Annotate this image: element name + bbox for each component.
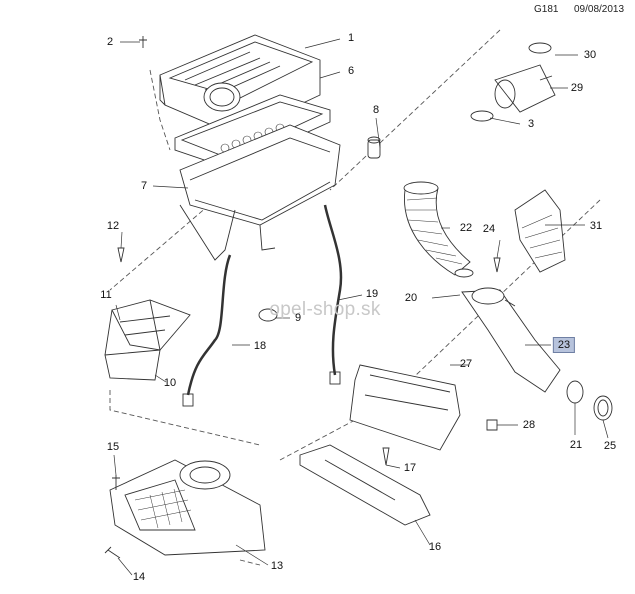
air-intake-pipe-23: [461, 287, 561, 393]
clamp-20: [454, 268, 474, 278]
callout-28[interactable]: 28: [522, 419, 536, 431]
diagram-date: 09/08/2013: [574, 4, 625, 15]
callout-24[interactable]: 24: [482, 223, 496, 235]
callout-21[interactable]: 21: [569, 439, 583, 451]
resonator-13: [109, 459, 266, 556]
callout-17[interactable]: 17: [403, 462, 417, 474]
heat-shield-27: [349, 364, 461, 451]
leader-lines: [113, 38, 609, 576]
callout-25[interactable]: 25: [603, 440, 617, 452]
callout-30[interactable]: 30: [583, 49, 597, 61]
callout-20[interactable]: 20: [404, 292, 418, 304]
mass-air-flow-housing-29: [494, 64, 556, 113]
callout-19[interactable]: 19: [365, 288, 379, 300]
clamp-3: [470, 110, 494, 122]
screw-15: [112, 475, 120, 490]
callout-23-highlighted[interactable]: 23: [552, 337, 576, 353]
callout-22[interactable]: 22: [459, 222, 473, 234]
callout-6[interactable]: 6: [347, 65, 355, 77]
callout-13[interactable]: 13: [270, 560, 284, 572]
grommet-8: [367, 136, 381, 159]
bolt-12: [117, 247, 125, 263]
callout-3[interactable]: 3: [527, 118, 535, 130]
bolt-2: [139, 36, 147, 48]
screw-14: [104, 546, 121, 559]
callout-27[interactable]: 27: [459, 358, 473, 370]
vent-hose-19: [323, 204, 343, 376]
callout-9[interactable]: 9: [294, 312, 302, 324]
callout-8[interactable]: 8: [372, 104, 380, 116]
callout-10[interactable]: 10: [163, 377, 177, 389]
callout-14[interactable]: 14: [132, 571, 146, 583]
callout-12[interactable]: 12: [106, 220, 120, 232]
callout-31[interactable]: 31: [589, 220, 603, 232]
corrugated-hose-31: [514, 189, 566, 273]
hose-fitting: [329, 371, 341, 385]
diagram-code: G181: [534, 4, 559, 15]
grommet-9: [258, 308, 278, 322]
vent-hose-18: [186, 254, 232, 396]
callout-7[interactable]: 7: [140, 180, 148, 192]
intake-duct-10: [104, 299, 191, 381]
callout-2[interactable]: 2: [106, 36, 114, 48]
watermark: opel-shop.sk: [269, 299, 381, 320]
air-cleaner-lower-housing: [179, 124, 341, 261]
callout-1[interactable]: 1: [347, 32, 355, 44]
hose-fitting: [182, 393, 194, 407]
clamp-21: [566, 380, 584, 404]
callout-16[interactable]: 16: [428, 541, 442, 553]
corrugated-hose-22: [403, 181, 471, 276]
bolt-17: [382, 447, 390, 466]
callout-15[interactable]: 15: [106, 441, 120, 453]
callout-11[interactable]: 11: [100, 289, 112, 301]
deflector-16: [299, 444, 431, 526]
callout-18[interactable]: 18: [253, 340, 267, 352]
clamp-30: [528, 42, 552, 54]
callout-29[interactable]: 29: [570, 82, 584, 94]
bolt-24: [493, 257, 501, 273]
bolt-28: [486, 419, 498, 431]
